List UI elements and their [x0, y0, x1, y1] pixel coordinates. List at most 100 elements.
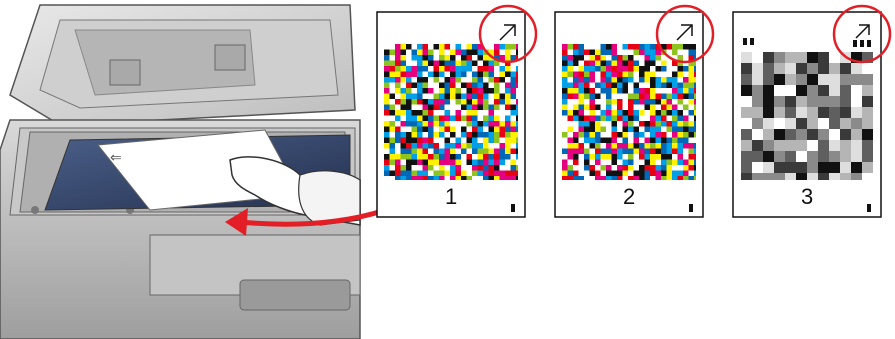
mosaic-cell — [694, 127, 696, 133]
mosaic-cell — [456, 121, 462, 127]
mosaic-cell — [401, 50, 407, 56]
mosaic-cell — [401, 138, 407, 144]
mosaic-cell — [639, 127, 645, 133]
mosaic-cell — [505, 138, 511, 144]
mosaic-cell — [628, 55, 634, 61]
mosaic-cell — [500, 176, 506, 180]
mosaic-cell — [634, 50, 640, 56]
mosaic-cell — [423, 110, 429, 116]
mosaic-cell — [628, 176, 634, 180]
mosaic-cell — [428, 143, 434, 149]
mosaic-cell — [450, 83, 456, 89]
mosaic-cell — [456, 154, 462, 160]
mosaic-cell — [483, 121, 489, 127]
mosaic-cell — [851, 129, 862, 140]
mosaic-cell — [639, 50, 645, 56]
mosaic-cell — [645, 138, 651, 144]
mosaic-cell — [612, 171, 618, 177]
mosaic-cell — [606, 66, 612, 72]
mosaic-cell — [672, 121, 678, 127]
mosaic-cell — [634, 110, 640, 116]
mosaic-cell — [796, 173, 807, 180]
mosaic-cell — [573, 83, 579, 89]
mosaic-cell — [785, 173, 796, 180]
mosaic-cell — [645, 50, 651, 56]
mosaic-cell — [516, 110, 518, 116]
mosaic-cell — [450, 160, 456, 166]
mosaic-cell — [840, 63, 851, 74]
mosaic-cell — [450, 176, 456, 180]
mosaic-cell — [672, 143, 678, 149]
mosaic-cell — [423, 105, 429, 111]
mosaic-cell — [601, 94, 607, 100]
mosaic-cell — [568, 55, 574, 61]
mosaic-cell — [634, 121, 640, 127]
mosaic-cell — [412, 116, 418, 122]
mosaic-cell — [667, 94, 673, 100]
mosaic-cell — [656, 121, 662, 127]
mosaic-cell — [612, 160, 618, 166]
mosaic-cell — [428, 110, 434, 116]
mosaic-cell — [505, 176, 511, 180]
mosaic-cell — [584, 66, 590, 72]
mosaic-cell — [505, 171, 511, 177]
mosaic-cell — [851, 151, 862, 162]
mosaic-cell — [478, 160, 484, 166]
mosaic-cell — [428, 50, 434, 56]
mosaic-cell — [650, 72, 656, 78]
mosaic-cell — [472, 83, 478, 89]
mosaic-cell — [689, 116, 695, 122]
mosaic-cell — [450, 127, 456, 133]
mosaic-cell — [672, 83, 678, 89]
mosaic-cell — [401, 176, 407, 180]
mosaic-cell — [390, 132, 396, 138]
mosaic-cell — [439, 176, 445, 180]
mosaic-cell — [752, 140, 763, 151]
mosaic-cell — [439, 121, 445, 127]
mosaic-cell — [650, 149, 656, 155]
mosaic-cell — [401, 72, 407, 78]
mosaic-cell — [472, 121, 478, 127]
mosaic-cell — [417, 127, 423, 133]
mosaic-cell — [478, 50, 484, 56]
mosaic-cell — [516, 44, 518, 50]
mosaic-cell — [606, 72, 612, 78]
mosaic-cell — [573, 55, 579, 61]
mosaic-cell — [672, 77, 678, 83]
mosaic-cell — [851, 96, 862, 107]
mosaic-cell — [456, 88, 462, 94]
mosaic-cell — [628, 121, 634, 127]
mosaic-cell — [667, 61, 673, 67]
mosaic-cell — [774, 107, 785, 118]
mosaic-cell — [516, 83, 518, 89]
mosaic-cell — [395, 165, 401, 171]
mosaic-cell — [406, 116, 412, 122]
mosaic-cell — [428, 176, 434, 180]
mosaic-cell — [818, 129, 829, 140]
mosaic-cell — [639, 44, 645, 50]
mosaic-cell — [401, 154, 407, 160]
mosaic-cell — [584, 149, 590, 155]
mosaic-cell — [595, 83, 601, 89]
mosaic-cell — [390, 94, 396, 100]
mosaic-cell — [612, 127, 618, 133]
mosaic-cell — [494, 132, 500, 138]
mosaic-cell — [851, 173, 862, 180]
mosaic-cell — [478, 72, 484, 78]
mosaic-cell — [667, 44, 673, 50]
mosaic-cell — [384, 99, 390, 105]
mosaic-cell — [807, 162, 818, 173]
mosaic-cell — [606, 116, 612, 122]
mosaic-cell — [606, 110, 612, 116]
mosaic-cell — [568, 50, 574, 56]
mosaic-cell — [645, 160, 651, 166]
mosaic-cell — [573, 127, 579, 133]
mosaic-cell — [505, 83, 511, 89]
mosaic-cell — [606, 154, 612, 160]
mosaic-cell — [395, 127, 401, 133]
mosaic-cell — [796, 96, 807, 107]
mosaic-cell — [500, 88, 506, 94]
mosaic-cell — [406, 99, 412, 105]
mosaic-cell — [395, 61, 401, 67]
mosaic-cell — [445, 94, 451, 100]
